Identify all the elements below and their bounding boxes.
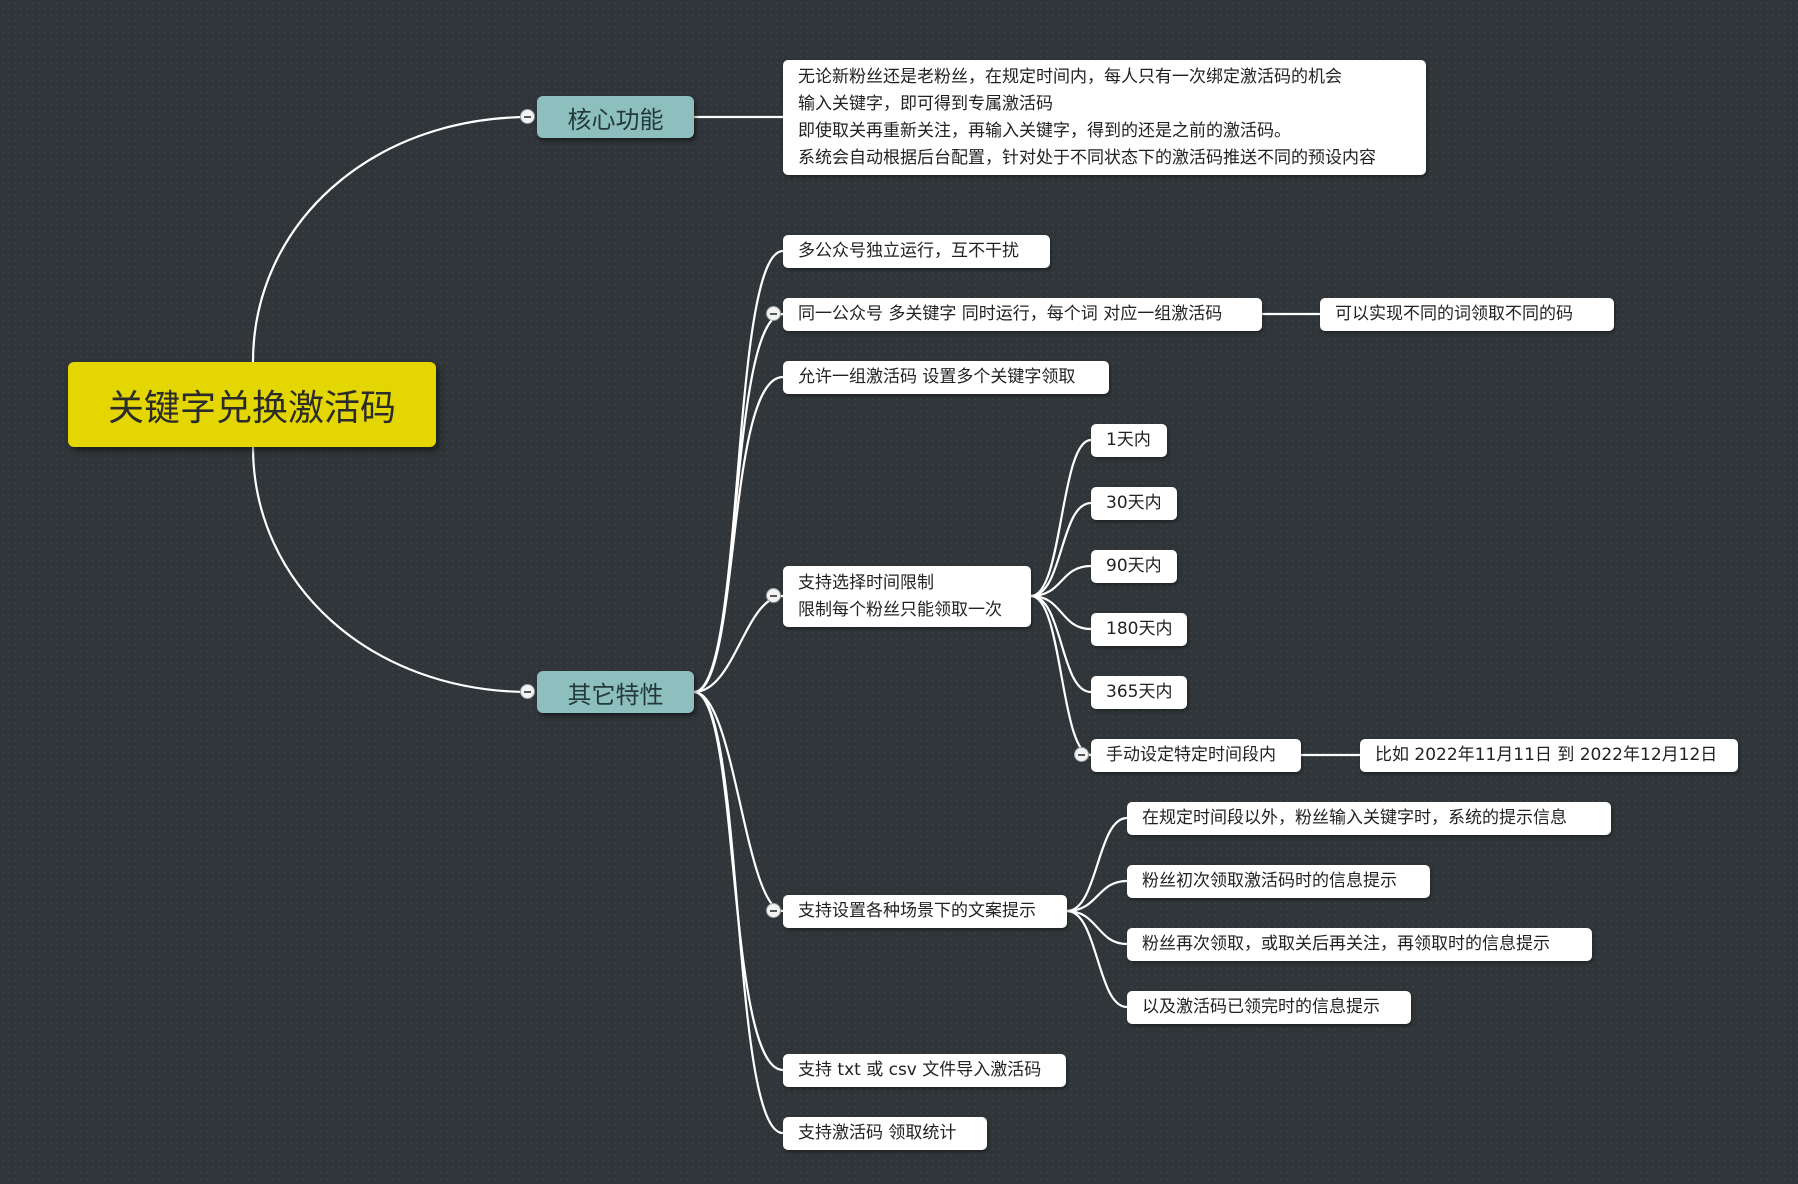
link-prompt-3 <box>1065 909 1129 946</box>
root-topic-label: 关键字兑换激活码 <box>107 387 396 429</box>
core-note-line: 系统会自动根据后台配置，针对处于不同状态下的激活码推送不同的预设内容 <box>798 147 1376 168</box>
subtopic-independent[interactable]: 多公众号独立运行，互不干扰 <box>783 235 1050 268</box>
link-time-30 <box>1029 501 1093 598</box>
topic-other-label: 其它特性 <box>567 680 664 709</box>
link-other-prompts <box>692 690 785 913</box>
time-option-90day[interactable]: 90天内 <box>1091 550 1177 583</box>
core-note-line: 无论新粉丝还是老粉丝，在规定时间内，每人只有一次绑定激活码的机会 <box>798 66 1342 87</box>
link-prompt-4 <box>1065 909 1129 1009</box>
link-time-1 <box>1029 438 1093 598</box>
time-option-30day[interactable]: 30天内 <box>1091 487 1177 520</box>
prompt-item[interactable]: 粉丝初次领取激活码时的信息提示 <box>1127 865 1430 898</box>
link-time-manual <box>1029 594 1093 757</box>
time-option-365day[interactable]: 365天内 <box>1091 676 1187 709</box>
core-note-line: 即使取关再重新关注，再输入关键字，得到的还是之前的激活码。 <box>798 120 1291 141</box>
topic-core[interactable]: 核心功能 <box>537 96 694 138</box>
subtopic-time-limit[interactable]: 支持选择时间限制 限制每个粉丝只能领取一次 <box>783 566 1031 627</box>
link-prompt-1 <box>1065 816 1129 913</box>
link-prompt-2 <box>1065 879 1129 913</box>
collapse-multikeyword-icon[interactable] <box>766 306 781 321</box>
prompt-item[interactable]: 粉丝再次领取，或取关后再关注，再领取时的信息提示 <box>1127 928 1592 961</box>
manual-example[interactable]: 比如 2022年11月11日 到 2022年12月12日 <box>1360 739 1738 772</box>
subtopic-one-group[interactable]: 允许一组激活码 设置多个关键字领取 <box>783 361 1109 394</box>
topic-other[interactable]: 其它特性 <box>537 671 694 713</box>
collapse-timelimit-icon[interactable] <box>766 588 781 603</box>
link-other-import <box>692 690 785 1072</box>
core-note-line: 输入关键字，即可得到专属激活码 <box>798 93 1053 114</box>
core-note[interactable]: 无论新粉丝还是老粉丝，在规定时间内，每人只有一次绑定激活码的机会 输入关键字，即… <box>783 60 1426 175</box>
subtopic-multi-keyword[interactable]: 同一公众号 多关键字 同时运行，每个词 对应一组激活码 <box>783 298 1262 331</box>
link-other-stats <box>692 690 785 1135</box>
link-root-other <box>251 445 532 694</box>
collapse-other-icon[interactable] <box>520 684 535 699</box>
time-option-180day[interactable]: 180天内 <box>1091 613 1187 646</box>
link-other-onegroup <box>692 375 785 694</box>
topic-core-label: 核心功能 <box>567 105 664 134</box>
prompt-item[interactable]: 以及激活码已领完时的信息提示 <box>1127 991 1411 1024</box>
multi-keyword-note[interactable]: 可以实现不同的词领取不同的码 <box>1320 298 1614 331</box>
time-option-manual[interactable]: 手动设定特定时间段内 <box>1091 739 1301 772</box>
link-time-180 <box>1029 594 1093 631</box>
subtopic-import[interactable]: 支持 txt 或 csv 文件导入激活码 <box>783 1054 1066 1087</box>
collapse-manual-icon[interactable] <box>1074 747 1089 762</box>
root-topic[interactable]: 关键字兑换激活码 <box>68 362 436 447</box>
time-option-1day[interactable]: 1天内 <box>1091 424 1167 457</box>
subtopic-stats[interactable]: 支持激活码 领取统计 <box>783 1117 987 1150</box>
link-root-core <box>251 115 532 364</box>
subtopic-prompts[interactable]: 支持设置各种场景下的文案提示 <box>783 895 1067 928</box>
link-time-365 <box>1029 594 1093 694</box>
link-time-90 <box>1029 564 1093 598</box>
collapse-core-icon[interactable] <box>520 109 535 124</box>
prompt-item[interactable]: 在规定时间段以外，粉丝输入关键字时，系统的提示信息 <box>1127 802 1611 835</box>
collapse-prompts-icon[interactable] <box>766 903 781 918</box>
